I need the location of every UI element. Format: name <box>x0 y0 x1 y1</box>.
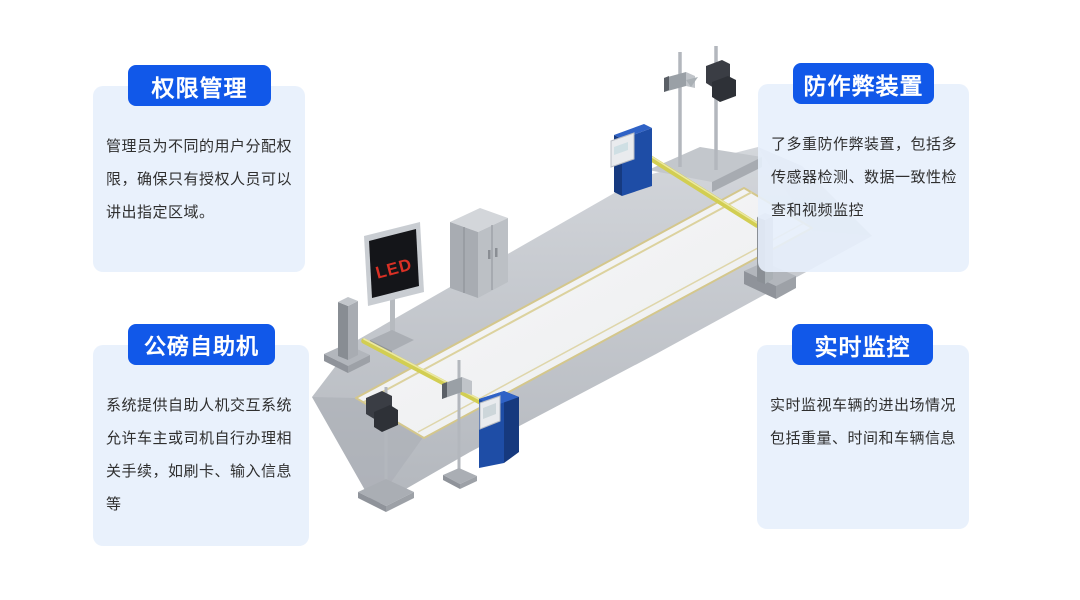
bollard-base-side <box>348 355 370 373</box>
end-base-side <box>776 276 796 299</box>
arm-entry-bar <box>361 338 493 410</box>
pole-ledge-edge <box>712 157 762 192</box>
traffic-light-entry <box>358 387 414 512</box>
entry-bollard <box>324 297 370 373</box>
traffic-entry-base-side <box>386 492 414 512</box>
bollard-front <box>338 302 348 360</box>
traffic-entry-base-top <box>358 479 414 506</box>
arm-exit-bar <box>641 151 760 228</box>
camera-entry-base-front <box>443 475 460 489</box>
card-realtime-monitoring: 实时监控 实时监视车辆的进出场情况 包括重量、时间和车辆信息 <box>757 324 969 529</box>
anti-cheating-body: 了多重防作弊装置，包括多 传感器检测、数据一致性检 查和视频监控 <box>771 136 958 219</box>
arm-exit-highlight <box>643 151 758 224</box>
barrier-exit-reader-screen <box>614 142 628 155</box>
cabinet-top <box>450 208 508 232</box>
led-screen <box>369 229 419 298</box>
traffic-entry-base-front <box>358 492 386 512</box>
control-cabinet <box>450 208 508 298</box>
camera-entry-side <box>462 377 472 395</box>
cabinet-handle-2 <box>495 248 498 257</box>
traffic-exit-lamp-lower <box>712 76 736 102</box>
card-anti-cheating: 防作弊装置 了多重防作弊装置，包括多 传感器检测、数据一致性检 查和视频监控 <box>758 63 969 272</box>
barrier-gate-exit <box>610 124 652 196</box>
surveillance-camera-entry <box>442 360 477 489</box>
bollard-base-front <box>324 354 348 373</box>
self-service-kiosk <box>479 391 519 468</box>
card-permission-management: 权限管理 管理员为不同的用户分配权 限，确保只有授权人员可以 讲出指定区域。 <box>93 65 305 272</box>
deck-stripe-se <box>417 222 805 433</box>
camera-exit-body <box>664 72 686 92</box>
permission-management-title-chip: 权限管理 <box>128 65 271 106</box>
anti-cheating-title-chip: 防作弊装置 <box>793 63 934 104</box>
camera-exit-lens <box>664 76 669 92</box>
deck-stripe-nw <box>363 191 753 403</box>
realtime-monitoring-title-chip: 实时监控 <box>792 324 933 365</box>
traffic-entry-lamp-lower <box>374 405 398 432</box>
kiosk-side <box>504 391 519 463</box>
permission-management-body: 管理员为不同的用户分配权 限，确保只有授权人员可以 讲出指定区域。 <box>106 138 293 221</box>
bollard-side <box>348 301 358 360</box>
kiosk-screen-inner <box>483 403 496 419</box>
camera-exit-bracket <box>686 77 698 87</box>
led-base <box>370 330 414 351</box>
barrier-exit-top <box>614 124 652 139</box>
card-self-service-kiosk: 公磅自助机 系统提供自助人机交互系统 允许车主或司机自行办理相 关手续，如刷卡、… <box>93 324 309 546</box>
cabinet-side <box>478 218 508 298</box>
self-service-kiosk-title-chip: 公磅自助机 <box>128 324 275 365</box>
led-pole <box>390 296 395 344</box>
surveillance-camera-exit <box>664 52 698 167</box>
realtime-monitoring-body: 实时监视车辆的进出场情况 包括重量、时间和车辆信息 <box>770 397 957 447</box>
camera-entry-lens <box>442 382 447 399</box>
camera-entry-base-side <box>460 476 477 489</box>
end-base-front <box>744 271 776 299</box>
cabinet-handle-1 <box>488 250 491 259</box>
barrier-arm-exit <box>641 151 760 228</box>
self-service-kiosk-body: 系统提供自助人机交互系统 允许车主或司机自行办理相 关手续，如刷卡、输入信息 等 <box>106 397 293 513</box>
traffic-light-exit <box>706 46 736 170</box>
bollard-top <box>338 297 358 306</box>
